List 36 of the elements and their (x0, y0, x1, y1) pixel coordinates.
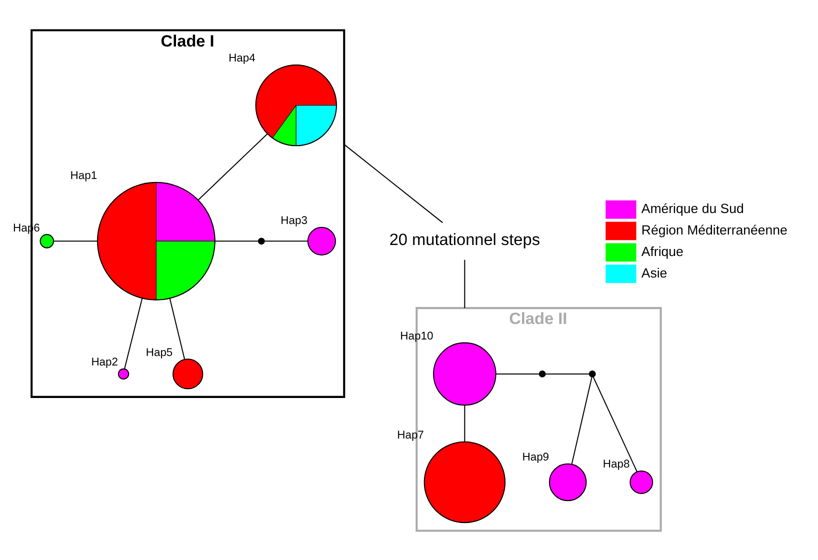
connector (464, 404, 466, 442)
node-circle (630, 470, 654, 494)
connector (344, 144, 443, 223)
node-label: Hap4 (228, 52, 256, 64)
node-label: Hap9 (522, 451, 550, 464)
legend-label: Région Méditerranéenne (641, 222, 788, 237)
node-circle (307, 226, 336, 255)
connector (464, 259, 466, 308)
node-circle (118, 368, 130, 380)
legend-label: Afrique (641, 243, 684, 258)
legend-label: Asie (641, 264, 668, 280)
node-label: Hap3 (280, 214, 308, 227)
node-label: Hap8 (602, 458, 630, 470)
node-circle (172, 358, 204, 389)
connector (571, 376, 592, 464)
connector (264, 240, 308, 242)
node-text: 20 mutationnel steps (389, 230, 540, 249)
node-dot (538, 370, 546, 377)
legend-label: Amérique du Sud (641, 200, 744, 216)
node-dot (258, 237, 265, 244)
connector (169, 298, 186, 360)
node-circle (40, 234, 54, 248)
node-circle (424, 440, 506, 523)
connector (54, 240, 98, 242)
connector (198, 132, 268, 200)
node-label: Hap2 (91, 356, 118, 368)
connector (214, 240, 258, 242)
connector (496, 372, 540, 374)
node-circle (548, 462, 587, 501)
node-label: Hap5 (146, 346, 173, 358)
node-circle (433, 342, 496, 406)
connector (545, 372, 590, 374)
node-label: Hap1 (70, 170, 98, 182)
node-dot (588, 370, 596, 377)
connector (124, 298, 143, 368)
connector (592, 376, 638, 472)
